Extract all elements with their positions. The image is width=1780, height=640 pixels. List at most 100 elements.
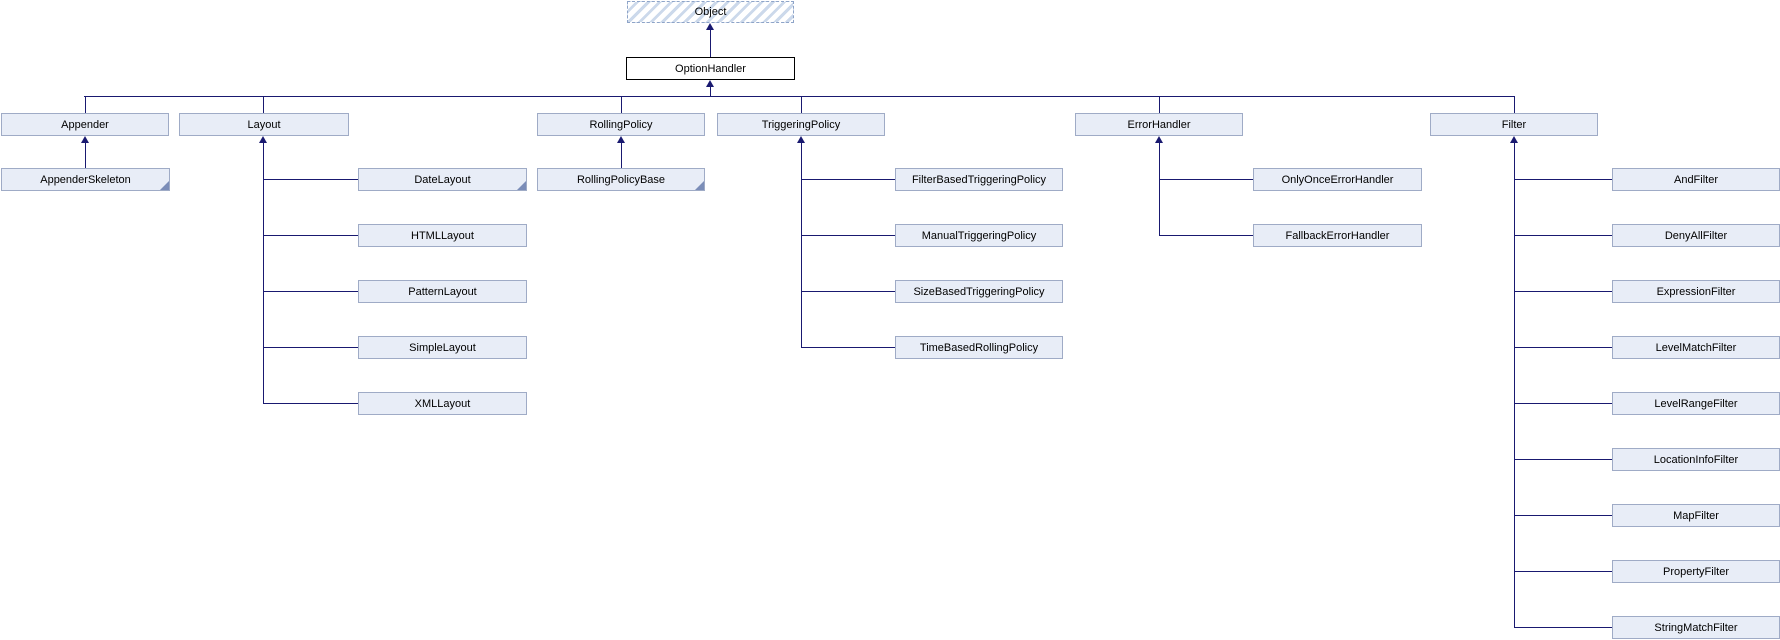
class-node-filter-label: Filter: [1501, 118, 1527, 131]
connector-line: [710, 85, 711, 96]
class-node-denyallfilter[interactable]: DenyAllFilter: [1612, 224, 1780, 247]
class-node-htmllayout-label: HTMLLayout: [411, 229, 474, 242]
class-node-layout-label: Layout: [247, 118, 281, 131]
connector-line: [263, 179, 358, 180]
class-node-manualtriggeringpolicy[interactable]: ManualTriggeringPolicy: [895, 224, 1063, 247]
arrow-up-icon: [706, 23, 714, 30]
connector-line: [263, 143, 264, 404]
connector-line: [1159, 143, 1160, 236]
class-node-rollingpolicy[interactable]: RollingPolicy: [537, 113, 705, 136]
class-node-simplelayout-label: SimpleLayout: [409, 341, 476, 354]
class-node-expressionfilter-label: ExpressionFilter: [1656, 285, 1736, 298]
truncated-corner-icon: [160, 181, 169, 190]
class-node-appenderskeleton-label: AppenderSkeleton: [40, 173, 131, 186]
class-node-appenderskeleton[interactable]: AppenderSkeleton: [1, 168, 170, 191]
class-node-rollingpolicybase-label: RollingPolicyBase: [576, 173, 666, 186]
arrow-up-icon: [1155, 136, 1163, 143]
connector-line: [1514, 143, 1515, 628]
class-node-levelrangefilter[interactable]: LevelRangeFilter: [1612, 392, 1780, 415]
connector-line: [1514, 179, 1612, 180]
class-node-locationinfofilter-label: LocationInfoFilter: [1653, 453, 1739, 466]
class-node-expressionfilter[interactable]: ExpressionFilter: [1612, 280, 1780, 303]
class-node-object: Object: [627, 1, 794, 23]
class-node-datelayout[interactable]: DateLayout: [358, 168, 527, 191]
class-node-levelmatchfilter-label: LevelMatchFilter: [1655, 341, 1737, 354]
class-node-filter[interactable]: Filter: [1430, 113, 1598, 136]
class-node-htmllayout[interactable]: HTMLLayout: [358, 224, 527, 247]
class-node-sizebasedtriggeringpolicy[interactable]: SizeBasedTriggeringPolicy: [895, 280, 1063, 303]
class-node-mapfilter[interactable]: MapFilter: [1612, 504, 1780, 527]
class-node-andfilter-label: AndFilter: [1673, 173, 1719, 186]
arrow-up-icon: [1510, 136, 1518, 143]
class-node-object-label: Object: [694, 6, 727, 18]
connector-line: [1514, 235, 1612, 236]
class-node-onlyonceerrorhandler-label: OnlyOnceErrorHandler: [1281, 173, 1394, 186]
connector-line: [85, 143, 86, 168]
class-node-triggeringpolicy[interactable]: TriggeringPolicy: [717, 113, 885, 136]
class-node-triggeringpolicy-label: TriggeringPolicy: [761, 118, 841, 131]
class-node-xmllayout-label: XMLLayout: [414, 397, 471, 410]
class-node-patternlayout[interactable]: PatternLayout: [358, 280, 527, 303]
class-node-stringmatchfilter[interactable]: StringMatchFilter: [1612, 616, 1780, 639]
connector-line: [1514, 515, 1612, 516]
connector-line: [801, 96, 802, 113]
connector-line: [1514, 627, 1612, 628]
class-node-filterbasedtriggeringpolicy-label: FilterBasedTriggeringPolicy: [911, 173, 1047, 186]
connector-line: [263, 403, 358, 404]
class-node-sizebasedtriggeringpolicy-label: SizeBasedTriggeringPolicy: [913, 285, 1045, 298]
class-node-appender[interactable]: Appender: [1, 113, 169, 136]
class-node-manualtriggeringpolicy-label: ManualTriggeringPolicy: [921, 229, 1037, 242]
class-node-fallbackerrorhandler[interactable]: FallbackErrorHandler: [1253, 224, 1422, 247]
connector-line: [1514, 459, 1612, 460]
connector-line: [1159, 96, 1160, 113]
class-node-propertyfilter[interactable]: PropertyFilter: [1612, 560, 1780, 583]
class-node-rollingpolicy-label: RollingPolicy: [589, 118, 653, 131]
class-node-simplelayout[interactable]: SimpleLayout: [358, 336, 527, 359]
class-node-layout[interactable]: Layout: [179, 113, 349, 136]
connector-line: [1514, 96, 1515, 113]
arrow-up-icon: [259, 136, 267, 143]
class-node-optionhandler: OptionHandler: [626, 57, 795, 80]
arrow-up-icon: [617, 136, 625, 143]
connector-line: [84, 96, 1515, 97]
connector-line: [621, 96, 622, 113]
truncated-corner-icon: [695, 181, 704, 190]
connector-line: [801, 179, 895, 180]
class-node-xmllayout[interactable]: XMLLayout: [358, 392, 527, 415]
class-node-patternlayout-label: PatternLayout: [408, 285, 477, 298]
connector-line: [1514, 347, 1612, 348]
class-node-errorhandler[interactable]: ErrorHandler: [1075, 113, 1243, 136]
connector-line: [710, 28, 711, 57]
class-node-mapfilter-label: MapFilter: [1673, 509, 1719, 522]
class-node-datelayout-label: DateLayout: [414, 173, 471, 186]
class-node-timebasedrollingpolicy[interactable]: TimeBasedRollingPolicy: [895, 336, 1063, 359]
arrow-up-icon: [797, 136, 805, 143]
class-node-timebasedrollingpolicy-label: TimeBasedRollingPolicy: [919, 341, 1039, 354]
connector-line: [263, 235, 358, 236]
connector-line: [1159, 179, 1253, 180]
class-node-optionhandler-label: OptionHandler: [675, 62, 746, 75]
class-node-levelmatchfilter[interactable]: LevelMatchFilter: [1612, 336, 1780, 359]
connector-line: [801, 235, 895, 236]
connector-line: [263, 291, 358, 292]
class-node-errorhandler-label: ErrorHandler: [1127, 118, 1191, 131]
class-node-levelrangefilter-label: LevelRangeFilter: [1654, 397, 1738, 410]
connector-line: [263, 347, 358, 348]
class-node-locationinfofilter[interactable]: LocationInfoFilter: [1612, 448, 1780, 471]
connector-line: [1514, 571, 1612, 572]
connector-line: [1159, 235, 1253, 236]
arrow-up-icon: [706, 80, 714, 87]
class-node-onlyonceerrorhandler[interactable]: OnlyOnceErrorHandler: [1253, 168, 1422, 191]
connector-line: [621, 143, 622, 168]
truncated-corner-icon: [517, 181, 526, 190]
connector-line: [801, 291, 895, 292]
class-node-propertyfilter-label: PropertyFilter: [1662, 565, 1730, 578]
class-node-andfilter[interactable]: AndFilter: [1612, 168, 1780, 191]
connector-line: [263, 96, 264, 113]
class-node-denyallfilter-label: DenyAllFilter: [1664, 229, 1728, 242]
class-node-filterbasedtriggeringpolicy[interactable]: FilterBasedTriggeringPolicy: [895, 168, 1063, 191]
arrow-up-icon: [81, 136, 89, 143]
class-node-rollingpolicybase[interactable]: RollingPolicyBase: [537, 168, 705, 191]
connector-line: [1514, 291, 1612, 292]
